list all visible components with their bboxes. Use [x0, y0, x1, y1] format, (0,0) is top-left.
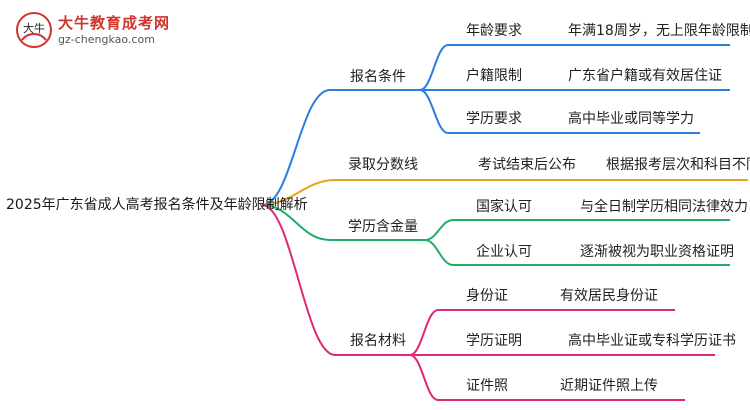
leaf-education-certificate: 学历证明 [466, 333, 522, 349]
leaf-national-recognition-detail: 与全日制学历相同法律效力 [580, 199, 748, 215]
leaf-id-card: 身份证 [466, 288, 508, 304]
leaf-id-photo-detail: 近期证件照上传 [560, 378, 658, 394]
site-logo: 大牛 大牛教育成考网 gz-chengkao.com [14, 10, 169, 50]
logo-url: gz-chengkao.com [58, 33, 155, 46]
leaf-announced-after-exam: 考试结束后公布 [478, 157, 576, 173]
leaf-national-recognition: 国家认可 [476, 199, 532, 215]
leaf-household-registration-detail: 广东省户籍或有效居住证 [568, 68, 722, 84]
leaf-education-requirement: 学历要求 [466, 111, 522, 127]
branch-registration-materials: 报名材料 [350, 333, 406, 349]
leaf-education-certificate-detail: 高中毕业证或专科学历证书 [568, 333, 736, 349]
logo-badge-text: 大牛 [23, 21, 45, 35]
leaf-household-registration: 户籍限制 [466, 68, 522, 84]
leaf-education-requirement-detail: 高中毕业或同等学力 [568, 111, 694, 127]
leaf-announced-after-exam-detail: 根据报考层次和科目不同 [606, 157, 750, 173]
leaf-age-requirement-detail: 年满18周岁，无上限年龄限制 [568, 23, 750, 39]
logo-title: 大牛教育成考网 [58, 14, 171, 32]
branch-degree-value: 学历含金量 [348, 219, 418, 235]
leaf-id-photo: 证件照 [466, 378, 508, 394]
logo-badge-icon: 大牛 [16, 12, 52, 48]
leaf-enterprise-recognition-detail: 逐渐被视为职业资格证明 [580, 244, 734, 260]
mindmap-root: 2025年广东省成人高考报名条件及年龄限制解析 [6, 197, 308, 213]
leaf-id-card-detail: 有效居民身份证 [560, 288, 658, 304]
branch-registration-conditions: 报名条件 [350, 69, 406, 85]
branch-admission-score: 录取分数线 [348, 157, 418, 173]
leaf-age-requirement: 年龄要求 [466, 23, 522, 39]
leaf-enterprise-recognition: 企业认可 [476, 244, 532, 260]
